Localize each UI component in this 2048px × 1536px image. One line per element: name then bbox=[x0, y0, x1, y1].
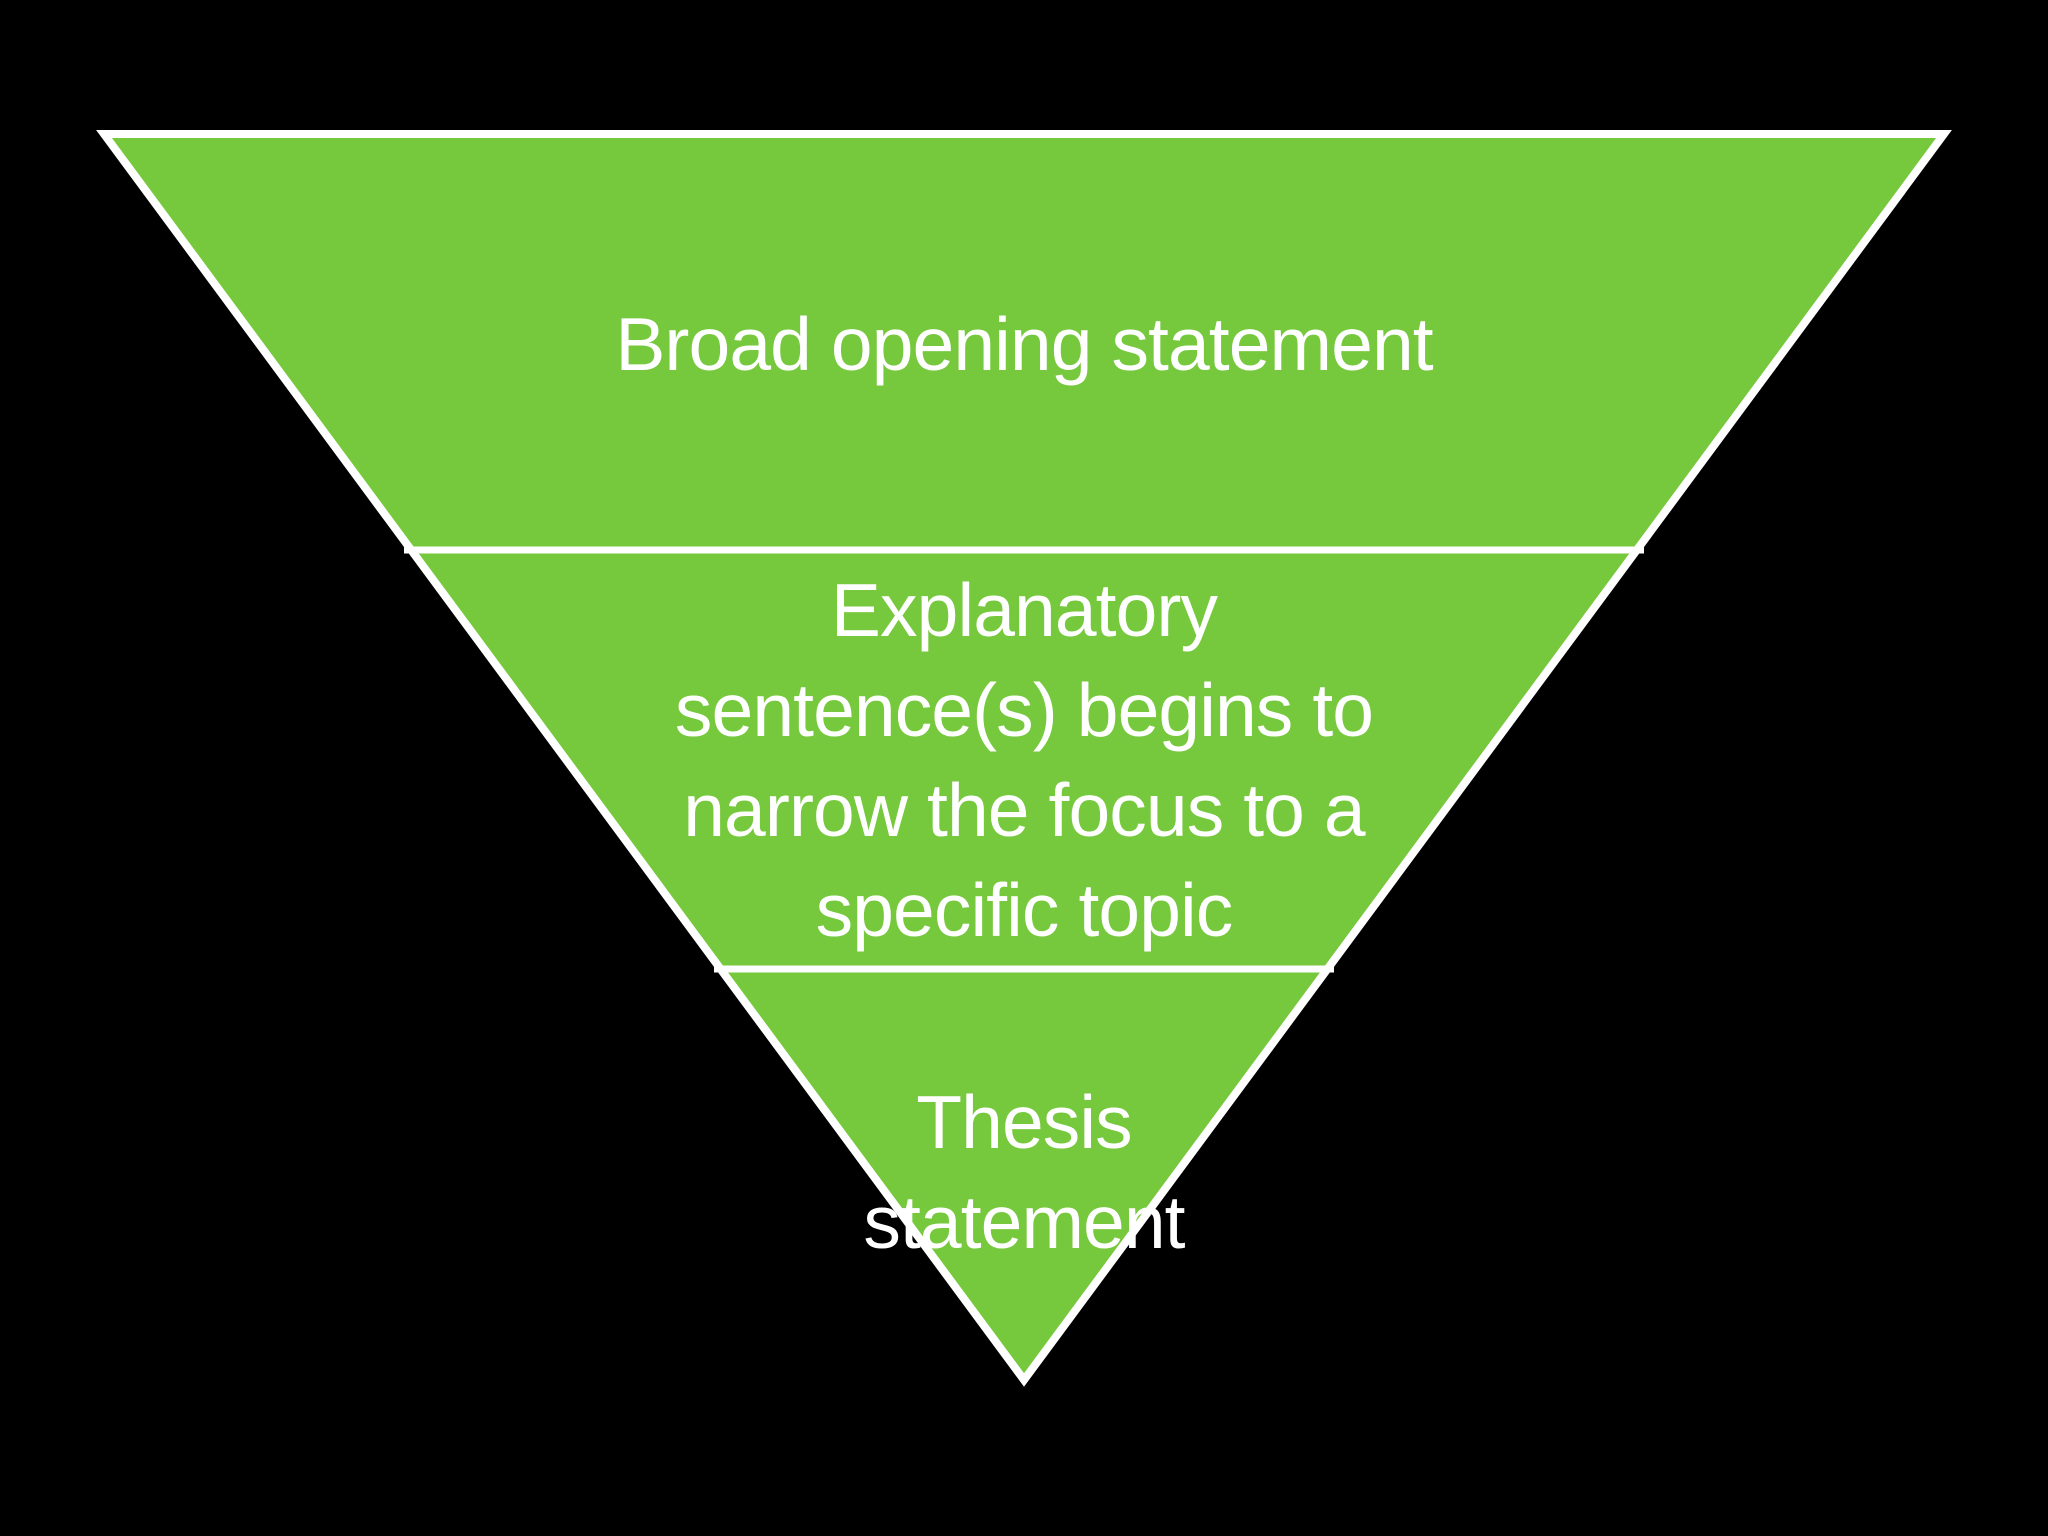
tier-text-line: statement bbox=[863, 1180, 1185, 1264]
pyramid-shape bbox=[96, 130, 1952, 1387]
tier-text-line: specific topic bbox=[815, 868, 1234, 952]
tier-text-line: narrow the focus to a bbox=[683, 768, 1365, 852]
tier-text-line: Broad opening statement bbox=[615, 302, 1433, 386]
tier-text-line: Thesis bbox=[916, 1080, 1132, 1164]
tier-explanatory-sentences: Explanatory sentence(s) begins to narrow… bbox=[0, 560, 2048, 960]
tier-text-line: sentence(s) begins to bbox=[674, 668, 1374, 752]
tier-broad-opening-statement: Broad opening statement bbox=[0, 294, 2048, 394]
tier-text-line: Explanatory bbox=[830, 568, 1218, 652]
tier-thesis-statement: Thesis statement bbox=[0, 1072, 2048, 1272]
